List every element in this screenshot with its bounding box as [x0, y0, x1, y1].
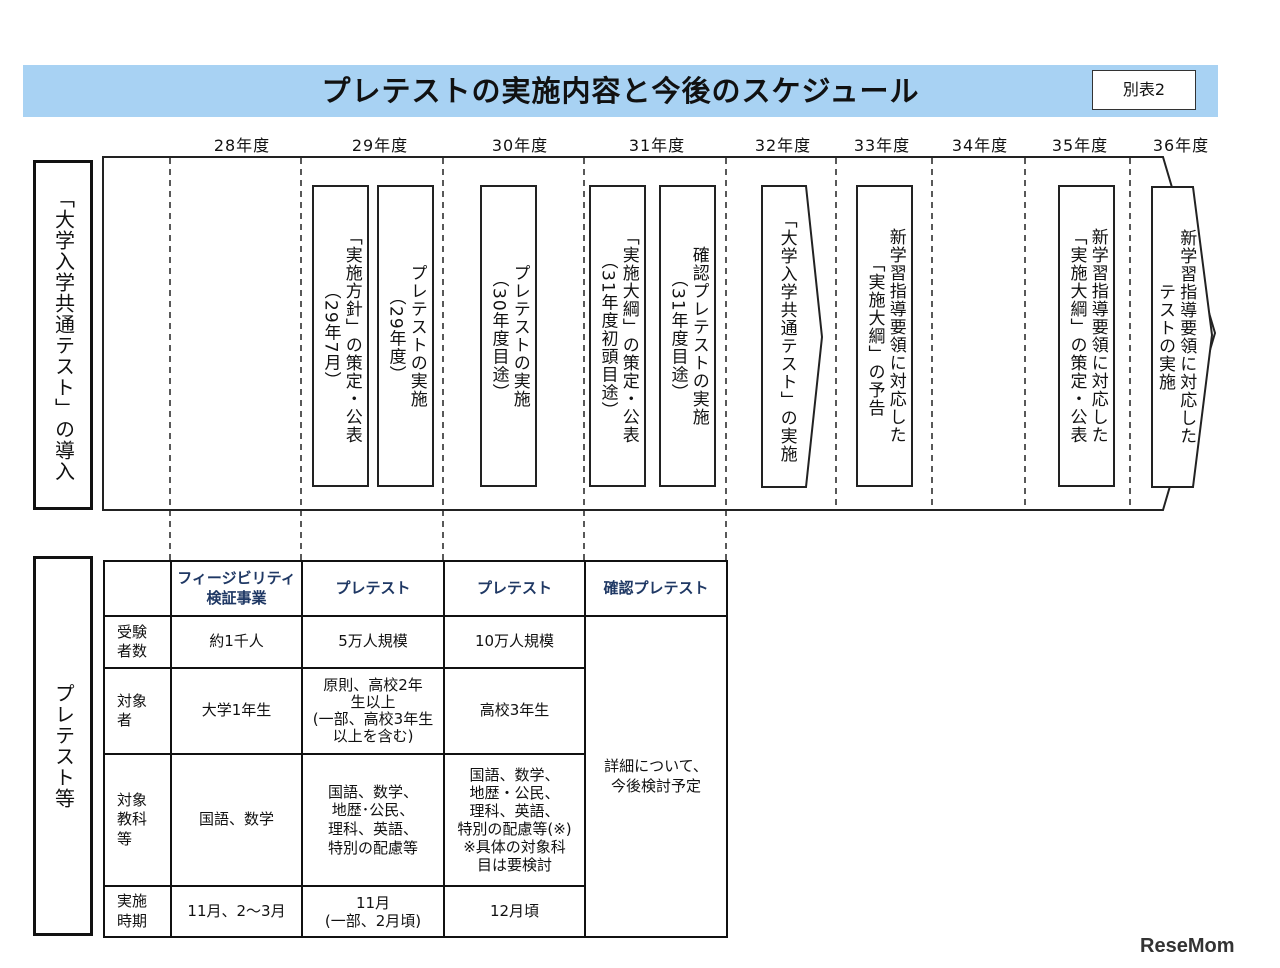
table-row: 実施 時期 11月、2～3月 11月 (一部、2月頃) 12月頃 [103, 885, 727, 938]
table-corner [103, 560, 172, 617]
box-line: 「大学入学共通テスト」の実施 [776, 210, 797, 463]
box-line: （29年度） [385, 288, 406, 384]
watermark-logo: ReseMom [1140, 935, 1235, 957]
table-cell: 原則、高校2年 生以上 (一部、高校3年生 以上を含む) [301, 667, 445, 755]
schedule-box-pretest-30: プレテストの実施（30年度目途） [480, 185, 537, 487]
title-bar: プレテストの実施内容と今後のスケジュール [23, 65, 1218, 117]
table-header: プレテスト [443, 560, 586, 617]
box-line: （31年度目途） [667, 270, 688, 402]
pretest-table: フィージビリティ 検証事業 プレテスト プレテスト 確認プレテスト 受験 者数 … [103, 560, 728, 938]
box-line: （29年7月） [320, 282, 341, 390]
schedule-box-pretest-29: プレテストの実施（29年度） [377, 185, 434, 487]
schedule-box-new-outline: 新学習指導要領に対応した「実施大綱」の策定・公表 [1058, 185, 1115, 487]
box-line: 新学習指導要領に対応した [885, 228, 906, 444]
table-row: 対象 教科 等 国語、数学 国語、数学、 地歴･公民、 理科、英語、 特別の配慮… [103, 753, 727, 887]
appendix-label: 別表2 [1092, 70, 1196, 110]
merged-note: 詳細について、 今後検討予定 [584, 615, 728, 938]
intro-label: 「大学入学共通テスト」の導入 [51, 188, 76, 482]
box-line: 確認プレテストの実施 [688, 246, 709, 426]
table-cell: 11月、2～3月 [170, 885, 303, 938]
pretest-label-box: プレテスト等 [33, 556, 93, 936]
box-line: 「実施大綱」の策定・公表 [1066, 228, 1087, 444]
year-label: 28年度 [213, 136, 271, 155]
box-line: テストの実施 [1155, 283, 1175, 391]
table-header: 確認プレテスト [584, 560, 728, 617]
table-cell: 大学1年生 [170, 667, 303, 755]
row-header: 対象 者 [103, 667, 172, 755]
table-cell: 5万人規模 [301, 615, 445, 669]
box-line: 「実施大綱」の策定・公表 [618, 228, 639, 444]
schedule-box-outline-notice: 新学習指導要領に対応した「実施大綱」の予告 [856, 185, 913, 487]
year-label: 29年度 [351, 136, 409, 155]
table-header: フィージビリティ 検証事業 [170, 560, 303, 617]
row-header: 受験 者数 [103, 615, 172, 669]
table-cell: 国語、数学 [170, 753, 303, 887]
schedule-box-outline: 「実施大綱」の策定・公表（31年度初頭目途） [589, 185, 646, 487]
year-label: 34年度 [951, 136, 1009, 155]
table-cell: 国語、数学、 地歴・公民、 理科、英語、 特別の配慮等(※) ※具体の対象科 目… [443, 753, 586, 887]
schedule-box-confirm-pretest: 確認プレテストの実施（31年度目途） [659, 185, 716, 487]
page-title: プレテストの実施内容と今後のスケジュール [321, 74, 920, 108]
arrow-box-f [761, 185, 824, 488]
pretest-label: プレテスト等 [51, 683, 76, 809]
table-cell: 10万人規模 [443, 615, 586, 669]
box-line: 新学習指導要領に対応した [1176, 229, 1197, 445]
box-line: 新学習指導要領に対応した [1087, 228, 1108, 444]
year-label: 30年度 [491, 136, 549, 155]
box-line: プレテストの実施 [509, 264, 530, 408]
table-row: 受験 者数 約1千人 5万人規模 10万人規模 詳細について、 今後検討予定 [103, 615, 728, 938]
row-header: 実施 時期 [103, 885, 172, 938]
intro-label-box: 「大学入学共通テスト」の導入 [33, 160, 93, 510]
table-cell: 高校3年生 [443, 667, 586, 755]
schedule-box-policy: 「実施方針」の策定・公表（29年7月） [312, 185, 369, 487]
year-label: 35年度 [1051, 136, 1109, 155]
schedule-box-new-test: 新学習指導要領に対応したテストの実施 [1154, 187, 1196, 487]
box-line: （31年度初頭目途） [597, 252, 618, 420]
box-line: 「実施方針」の策定・公表 [341, 228, 362, 444]
arrow-box-i [1151, 186, 1214, 488]
year-label: 36年度 [1152, 136, 1210, 155]
year-label: 31年度 [628, 136, 686, 155]
table-cell: 約1千人 [170, 615, 303, 669]
table-row: 対象 者 大学1年生 原則、高校2年 生以上 (一部、高校3年生 以上を含む) … [103, 667, 727, 755]
box-line: プレテストの実施 [406, 264, 427, 408]
table-header: プレテスト [301, 560, 445, 617]
schedule-box-common-test: 「大学入学共通テスト」の実施 [764, 186, 808, 487]
box-line: （30年度目途） [488, 270, 509, 402]
box-line: 「実施大綱」の予告 [864, 255, 885, 417]
table-cell: 国語、数学、 地歴･公民、 理科、英語、 特別の配慮等 [301, 753, 445, 887]
row-header: 対象 教科 等 [103, 753, 172, 887]
year-label: 32年度 [754, 136, 812, 155]
table-cell: 11月 (一部、2月頃) [301, 885, 445, 938]
table-cell: 12月頃 [443, 885, 586, 938]
year-label: 33年度 [853, 136, 911, 155]
